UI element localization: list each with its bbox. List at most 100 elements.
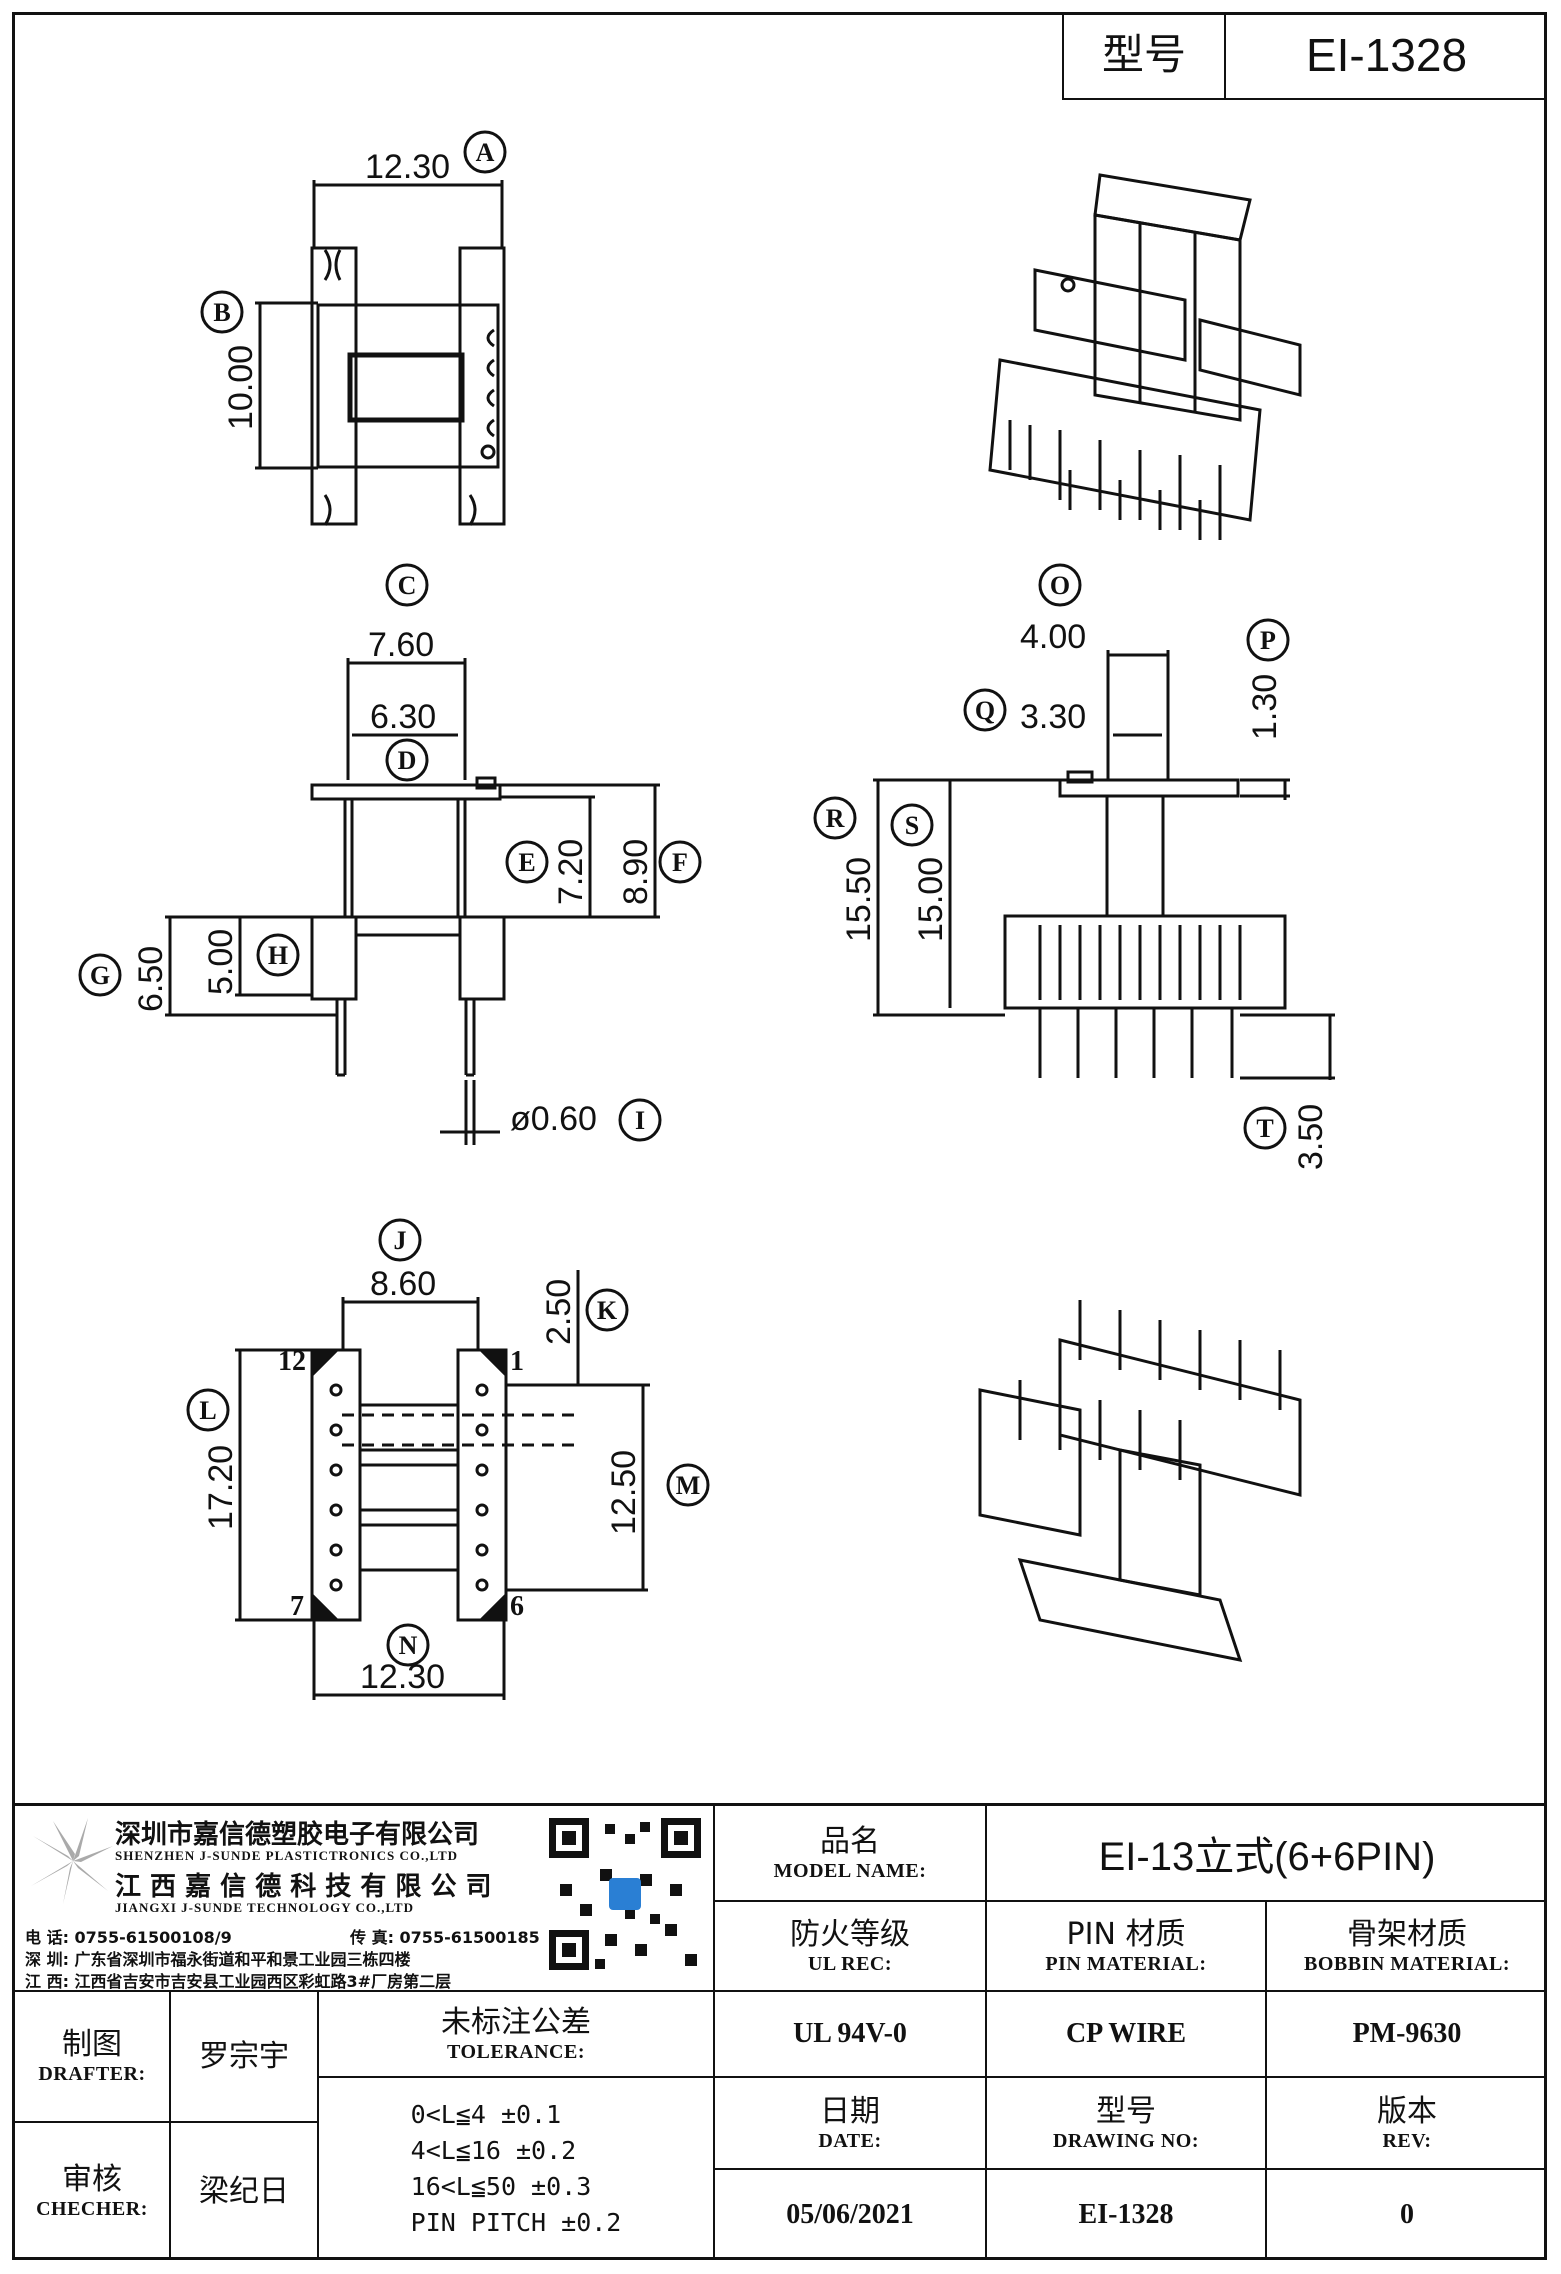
bobbin-material-en: BOBBIN MATERIAL:	[1304, 1952, 1510, 1975]
callout-letter-i: I	[635, 1106, 645, 1135]
header-value: EI-1328	[1305, 29, 1468, 81]
callout-circle-e	[505, 840, 549, 884]
drawing-frame	[12, 12, 1547, 2260]
dim-E: 7.20	[552, 839, 590, 905]
checker-cn: 审核	[62, 2162, 122, 2197]
rev-en: REV:	[1382, 2129, 1432, 2152]
company-address-sz: 深 圳: 广东省深圳市福永街道和平和景工业园三栋四楼	[25, 1950, 411, 1969]
date-en: DATE:	[818, 2129, 882, 2152]
checker-label: 审核 CHECHER:	[15, 2121, 171, 2260]
iso-view-top	[988, 173, 1302, 522]
callout-circle-l	[186, 1388, 230, 1432]
callout-letter-m: M	[676, 1471, 701, 1500]
side-view	[1003, 770, 1287, 1078]
callout-letter-p: P	[1260, 626, 1276, 655]
ul-rec-label: 防火等级 UL REC:	[713, 1900, 987, 1992]
callout-letter-s: S	[905, 811, 919, 840]
callout-letter-n: N	[399, 1631, 418, 1660]
pin-6-label: 6	[510, 1591, 524, 1622]
callout-letter-k: K	[597, 1296, 618, 1325]
callout-circle-c	[385, 563, 429, 607]
dim-S: 15.00	[912, 857, 950, 942]
date-cn: 日期	[820, 2093, 880, 2129]
dim-T: 3.50	[1292, 1104, 1330, 1170]
callout-circle-d	[385, 738, 429, 782]
company-phone: 电 话: 0755-61500108/9	[25, 1928, 232, 1947]
dim-O: 4.00	[1020, 618, 1086, 656]
rev-value: 0	[1400, 2199, 1414, 2230]
drafter-name-cell: 罗宗宇	[169, 1990, 319, 2123]
company-name-jx: 江 西 嘉 信 德 科 技 有 限 公 司	[115, 1872, 492, 1902]
callout-letter-t: T	[1256, 1114, 1273, 1143]
dim-Q: 3.30	[1020, 698, 1086, 736]
callout-circle-t	[1243, 1106, 1287, 1150]
company-logo	[31, 1818, 113, 1904]
dim-R: 15.50	[840, 857, 878, 942]
dim-C: 7.60	[368, 626, 434, 664]
callout-circle-j	[378, 1218, 422, 1262]
company-fax: 传 真: 0755-61500185	[350, 1928, 540, 1947]
callout-circle-g	[78, 953, 122, 997]
pin-1-label: 1	[510, 1346, 524, 1377]
tolerance-row: 4<L≦16 ±0.2	[410, 2135, 577, 2165]
header-label: 型号	[1101, 29, 1186, 79]
drafter-en: DRAFTER:	[38, 2063, 146, 2085]
drafter-label: 制图 DRAFTER:	[15, 1990, 171, 2123]
drawing-no-en: DRAWING NO:	[1052, 2129, 1200, 2152]
callout-letter-o: O	[1050, 571, 1070, 600]
rev-value-cell: 0	[1265, 2168, 1547, 2260]
checker-name: 梁纪日	[199, 2173, 289, 2209]
ul-rec-cn: 防火等级	[790, 1916, 910, 1952]
dim-L: 17.20	[202, 1445, 240, 1530]
pin-material-value-cell: CP WIRE	[985, 1990, 1267, 2078]
callout-letter-a: A	[476, 138, 495, 167]
callout-letter-r: R	[826, 804, 845, 833]
pin-7-label: 7	[290, 1591, 304, 1622]
qr-code	[545, 1814, 705, 1974]
front-view	[310, 776, 506, 1077]
date-label: 日期 DATE:	[713, 2076, 987, 2170]
dim-J: 8.60	[370, 1265, 436, 1303]
callout-circle-n	[386, 1623, 430, 1667]
dim-I: ø0.60	[510, 1100, 597, 1138]
drawing-no-label: 型号 DRAWING NO:	[985, 2076, 1267, 2170]
tolerance-table: 0<L≦4 ±0.1 4<L≦16 ±0.2 16<L≦50 ±0.3 PIN …	[317, 2076, 715, 2260]
dim-K: 2.50	[540, 1279, 578, 1345]
dim-H: 5.00	[202, 929, 240, 995]
callout-circle-a	[463, 130, 507, 174]
pin-material-label: PIN 材质 PIN MATERIAL:	[985, 1900, 1267, 1992]
bobbin-material-value: PM-9630	[1352, 2018, 1462, 2049]
model-name-label: 品名 MODEL NAME:	[713, 1806, 987, 1902]
callout-circle-s	[890, 803, 934, 847]
bobbin-material-cn: 骨架材质	[1347, 1916, 1467, 1952]
callout-letter-e: E	[518, 848, 535, 877]
drafter-cn: 制图	[62, 2027, 122, 2062]
iso-pins-top	[1008, 420, 1222, 540]
dim-A: 12.30	[365, 148, 450, 186]
company-name-jx-en: JIANGXI J-SUNDE TECHNOLOGY CO.,LTD	[115, 1900, 414, 1915]
tolerance-en: TOLERANCE:	[447, 2040, 585, 2063]
iso-pins-bottom	[1018, 1300, 1282, 1480]
model-name-value: EI-13立式(6+6PIN)	[1098, 1835, 1436, 1879]
tolerance-row: 0<L≦4 ±0.1	[410, 2099, 562, 2129]
callout-circle-i	[618, 1098, 662, 1142]
callout-letter-b: B	[213, 298, 230, 327]
callout-letter-h: H	[268, 941, 288, 970]
drawing-no-value: EI-1328	[1078, 2199, 1174, 2230]
pin-material-cn: PIN 材质	[1066, 1916, 1186, 1952]
callout-circle-r	[813, 796, 857, 840]
ul-rec-en: UL REC:	[807, 1952, 893, 1975]
drafter-name: 罗宗宇	[199, 2038, 289, 2074]
dim-M: 12.50	[605, 1450, 643, 1535]
callout-circle-o	[1038, 563, 1082, 607]
company-name-sz-en: SHENZHEN J-SUNDE PLASTICTRONICS CO.,LTD	[115, 1848, 459, 1863]
pin-12-label: 12	[278, 1346, 306, 1377]
drawing-canvas: 12.30 10.00 7.60 6.30 7.20 8.90 6.50 5.0…	[78, 130, 1335, 1700]
date-value: 05/06/2021	[786, 2199, 914, 2230]
top-view	[310, 246, 506, 526]
iso-view-bottom	[978, 1338, 1302, 1662]
ul-rec-value: UL 94V-0	[793, 2018, 907, 2049]
callout-letter-d: D	[398, 746, 417, 775]
callout-letter-g: G	[90, 961, 110, 990]
